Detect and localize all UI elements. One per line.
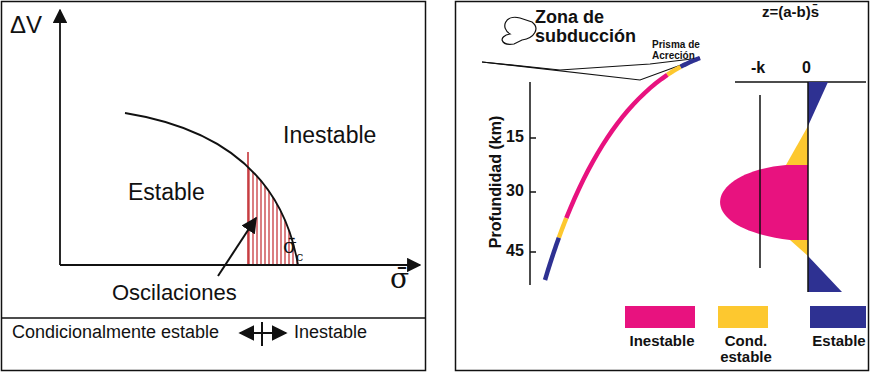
- slab-segment: [566, 75, 667, 218]
- label: Inestable: [283, 123, 376, 147]
- region-edge: [247, 152, 249, 265]
- slab-segment: [559, 218, 566, 238]
- label: σ̄: [283, 236, 297, 257]
- label: σ̄: [390, 264, 409, 293]
- label: z=(a-b)s̄: [762, 4, 819, 20]
- legend-swatch: [718, 306, 768, 328]
- slab-segment: [545, 238, 559, 280]
- label: Prisma de Acreción: [652, 40, 702, 61]
- slab-segment: [667, 67, 680, 75]
- label: Inestable: [294, 323, 367, 342]
- legend-label: Estable: [808, 333, 870, 349]
- label: 30: [506, 183, 524, 200]
- stable-zone: [808, 82, 828, 126]
- label: Condicionalmente estable: [12, 323, 219, 342]
- label: 0: [802, 60, 811, 77]
- label: 45: [506, 243, 524, 260]
- legend-swatch: [625, 306, 695, 328]
- surface-line: [735, 81, 866, 83]
- label: Estable: [128, 180, 205, 204]
- right-arrow: [262, 332, 286, 334]
- arrow-tick: [261, 322, 263, 346]
- pointer-arrow: [218, 218, 256, 276]
- legend-label: Inestable: [617, 333, 707, 349]
- legend-swatch: [810, 306, 866, 328]
- depth-axis: [529, 82, 531, 285]
- y-axis: [59, 10, 61, 265]
- label: Oscilaciones: [112, 281, 237, 304]
- left-arrow: [240, 332, 262, 334]
- label: 15: [506, 129, 524, 146]
- tick: [530, 251, 536, 253]
- x-axis: [60, 264, 420, 266]
- stable-zone: [808, 256, 842, 292]
- subducting-slab: [545, 58, 700, 280]
- stability-curve: [125, 113, 298, 265]
- tick: [530, 137, 536, 139]
- label: Zona de subducción: [535, 8, 645, 46]
- label: ΔV: [10, 12, 42, 37]
- overriding-plate-sketch: [502, 17, 536, 44]
- panel-frame: [456, 2, 869, 371]
- zero-line: [807, 82, 809, 292]
- tick: [530, 191, 536, 193]
- panel-frame: [2, 2, 426, 371]
- label: Profundidad (km): [488, 116, 505, 248]
- label: c: [296, 250, 303, 264]
- cond-stable-zone: [786, 126, 808, 165]
- label: -k: [751, 60, 765, 77]
- legend-label: Cond. estable: [716, 333, 776, 365]
- cond-stable-zone: [790, 240, 808, 256]
- k-line: [759, 95, 761, 268]
- unstable-zone: [720, 165, 808, 240]
- divider: [2, 317, 426, 319]
